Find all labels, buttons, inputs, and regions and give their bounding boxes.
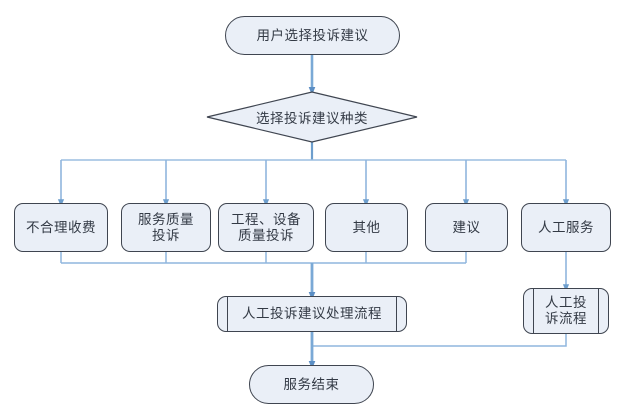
node-process-manual[interactable]: 人工投 诉流程	[523, 288, 609, 334]
node-process-main[interactable]: 人工投诉建议处理流程	[217, 296, 407, 332]
node-start[interactable]: 用户选择投诉建议	[225, 16, 400, 55]
node-decision[interactable]: 选择投诉建议种类	[206, 91, 418, 143]
node-option-service-quality-complaint[interactable]: 服务质量 投诉	[121, 203, 211, 252]
process-bar-right	[396, 297, 397, 331]
node-option6-label: 人工服务	[538, 219, 594, 235]
node-option-manual-service[interactable]: 人工服务	[521, 203, 611, 252]
node-option4-label: 其他	[352, 219, 381, 235]
node-option5-label: 建议	[452, 219, 481, 235]
node-process-manual-label: 人工投 诉流程	[545, 295, 587, 326]
node-end[interactable]: 服务结束	[249, 365, 374, 404]
node-option-suggestion[interactable]: 建议	[425, 203, 508, 252]
node-option-unreasonable-charges[interactable]: 不合理收费	[14, 203, 108, 252]
node-process-main-label: 人工投诉建议处理流程	[242, 306, 382, 322]
process-bar-left	[533, 289, 534, 333]
node-option-engineering-equipment-quality-complaint[interactable]: 工程、设备 质量投诉	[218, 203, 314, 252]
node-option2-label: 服务质量 投诉	[138, 211, 194, 243]
process-bar-left	[227, 297, 228, 331]
node-end-label: 服务结束	[283, 376, 340, 392]
node-option-other[interactable]: 其他	[325, 203, 408, 252]
node-option3-label: 工程、设备 质量投诉	[231, 211, 301, 243]
diamond-shape	[206, 91, 418, 143]
node-option1-label: 不合理收费	[26, 219, 96, 235]
process-bar-right	[598, 289, 599, 333]
edge-process-manual-to-end	[312, 334, 567, 347]
node-start-label: 用户选择投诉建议	[256, 27, 369, 43]
